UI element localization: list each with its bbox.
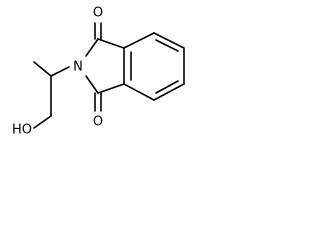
ring-double-bond-c4-c5: [155, 39, 179, 52]
bond-c1-n: [85, 38, 99, 57]
oxygen-top-label: O: [93, 6, 103, 21]
oxygen-bottom-label: O: [93, 115, 103, 130]
bond-n-ch: [50, 66, 70, 77]
hydroxyl-label: HO: [12, 123, 32, 138]
ring-double-bond-c6-c7: [155, 80, 179, 94]
carbonyl-groups: [94, 22, 102, 112]
bond-c3-c7a: [97, 83, 125, 94]
bond-ch2-oh: [33, 115, 52, 129]
imide-ring: [85, 38, 125, 94]
background: [0, 0, 198, 157]
ring-bond-c4-c5: [153, 32, 185, 49]
ring-bond-c3a-c4: [123, 32, 155, 49]
ring-bond-c6-c7: [153, 83, 185, 101]
ring-bond-c7-c7a: [123, 83, 155, 101]
chemical-structure: O O N HO: [0, 0, 198, 157]
benzene-ring: [123, 32, 185, 101]
nitrogen-label: N: [73, 60, 83, 75]
bond-c1-c3a: [97, 38, 125, 49]
bond-ch-methyl: [33, 61, 52, 77]
bond-c3-n: [85, 75, 99, 94]
side-chain: [33, 61, 70, 129]
